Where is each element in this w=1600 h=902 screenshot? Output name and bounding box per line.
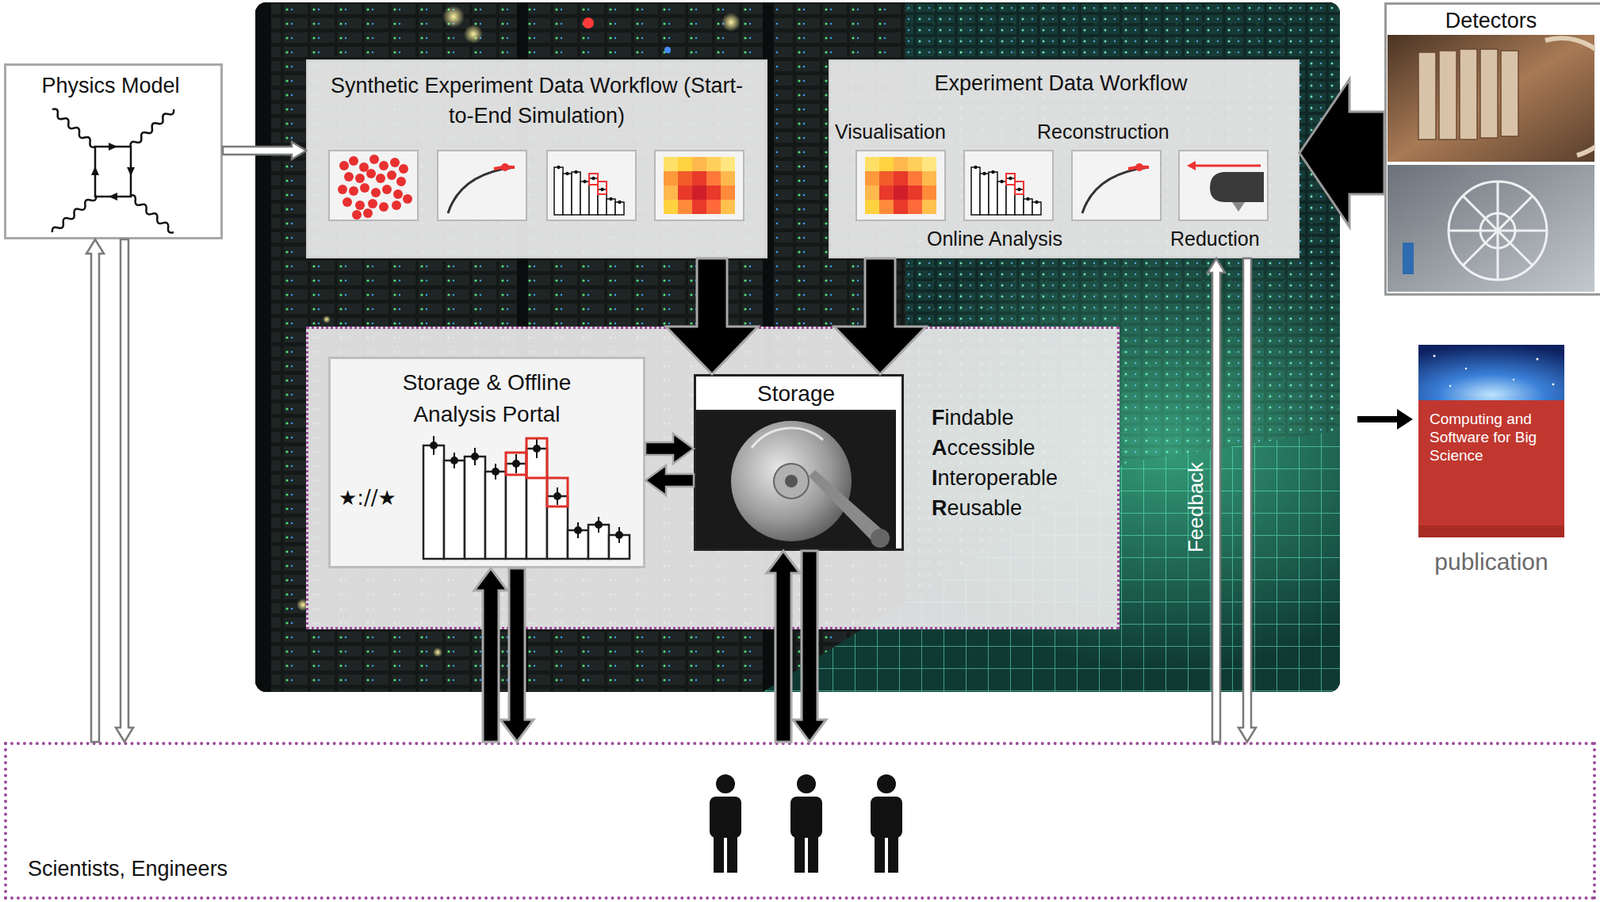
flow-arrow — [1238, 258, 1256, 743]
flow-arrow — [766, 551, 800, 743]
text-slot: Storage & Offline Analysis Portal — [367, 367, 606, 431]
edge-label: Feedback — [1183, 462, 1208, 553]
text-slot: Detectors — [1386, 7, 1596, 34]
label-slot: Feedback — [1195, 507, 1287, 532]
detector-box: Detectors — [1384, 2, 1600, 296]
text-slot: Scientists, Engineers — [27, 856, 228, 882]
text-slot: ★://★ — [338, 486, 397, 511]
flow-arrow — [86, 239, 104, 743]
flow-arrow — [834, 258, 927, 375]
storage-box: Storage — [693, 374, 904, 552]
people-band: Scientists, Engineers — [3, 742, 1597, 900]
flow-arrow — [500, 568, 534, 743]
portal-box: Storage & Offline Analysis Portal ★://★ — [328, 356, 646, 569]
text-slot: Visualisation — [834, 119, 946, 144]
flow-arrow — [792, 551, 827, 743]
flow-arrow — [666, 258, 758, 375]
box-title: Experiment Data Workflow — [830, 70, 1292, 96]
fair-word: Reusable — [931, 493, 1023, 524]
text-slot: Reduction — [1170, 226, 1260, 251]
text-slot: Reconstruction — [1037, 119, 1170, 144]
text-slot: Interoperable — [931, 463, 1058, 494]
model-box: Physics Model — [3, 63, 223, 240]
box-title: Physics Model — [6, 72, 215, 99]
flow-arrow — [645, 465, 694, 496]
box-title: Storage — [696, 380, 896, 408]
box-title: Detectors — [1386, 7, 1596, 34]
flow-arrow — [645, 433, 694, 464]
box-title: Synthetic Experiment Data Workflow (Star… — [323, 70, 751, 131]
step-label: Visualisation — [834, 119, 946, 144]
text-slot: Synthetic Experiment Data Workflow (Star… — [323, 70, 751, 131]
text-slot: Online Analysis — [926, 226, 1063, 251]
publication-book: Computing and Software for Big Sciencepu… — [1418, 344, 1565, 538]
fair-word: Interoperable — [931, 463, 1058, 494]
publication-arrow — [1357, 407, 1421, 432]
text-slot: Accessible — [931, 432, 1036, 464]
workflow-panel: Experiment Data WorkflowVisualisation Rec… — [828, 59, 1300, 259]
fair-word: Findable — [931, 402, 1015, 433]
url-symbol: ★://★ — [338, 486, 397, 511]
text-slot: Experiment Data Workflow — [830, 70, 1292, 96]
people-icons — [7, 745, 1593, 897]
text-slot: Storage — [696, 380, 896, 408]
text-slot: Computing and Software for Big Science — [1429, 409, 1554, 465]
workflow-panel: Synthetic Experiment Data Workflow (Star… — [306, 59, 768, 259]
book-title: Computing and Software for Big Science — [1429, 409, 1554, 465]
flow-arrow — [1207, 258, 1225, 743]
flow-arrow — [115, 239, 134, 743]
detector-photos — [1386, 4, 1596, 294]
box-title: Storage & Offline Analysis Portal — [367, 367, 606, 431]
step-label: Online Analysis — [926, 226, 1063, 251]
text-slot: publication — [1386, 547, 1597, 577]
fair-word: Accessible — [931, 432, 1036, 464]
flow-arrow — [1299, 79, 1385, 227]
text-slot: Physics Model — [6, 72, 215, 99]
text-slot: Findable — [931, 402, 1015, 433]
band-title: Scientists, Engineers — [27, 856, 228, 882]
text-slot: Reusable — [931, 493, 1023, 524]
flow-arrow — [222, 141, 307, 160]
flow-arrow — [474, 568, 508, 743]
step-label: Reconstruction — [1037, 119, 1170, 144]
publication-caption: publication — [1386, 547, 1597, 577]
step-label: Reduction — [1170, 226, 1260, 251]
